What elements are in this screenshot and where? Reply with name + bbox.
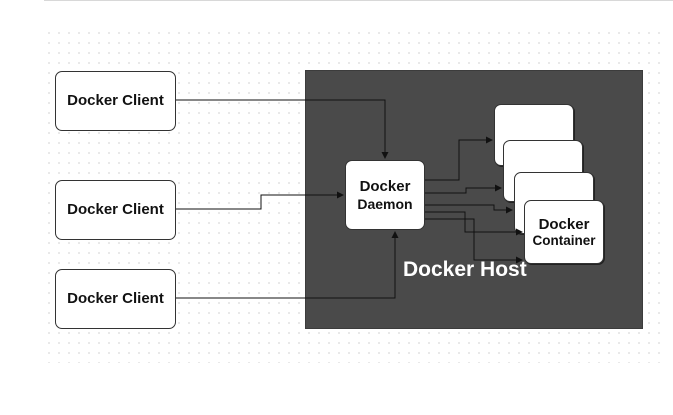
docker-client-label-2: Docker Client — [67, 201, 164, 219]
docker-client-box-2: Docker Client — [55, 180, 176, 240]
container-label-line2: Container — [532, 232, 596, 248]
docker-client-label-1: Docker Client — [67, 92, 164, 110]
container-label-line1: Docker — [538, 215, 590, 233]
daemon-label-line2: Daemon — [357, 195, 413, 212]
docker-client-box-3: Docker Client — [55, 269, 176, 329]
top-divider — [44, 0, 673, 1]
docker-host-label: Docker Host — [403, 258, 527, 281]
daemon-label-line1: Docker — [359, 178, 411, 196]
docker-container-box: Docker Container — [524, 200, 604, 264]
docker-daemon-box: Docker Daemon — [345, 160, 425, 230]
docker-client-label-3: Docker Client — [67, 290, 164, 308]
docker-client-box-1: Docker Client — [55, 71, 176, 131]
